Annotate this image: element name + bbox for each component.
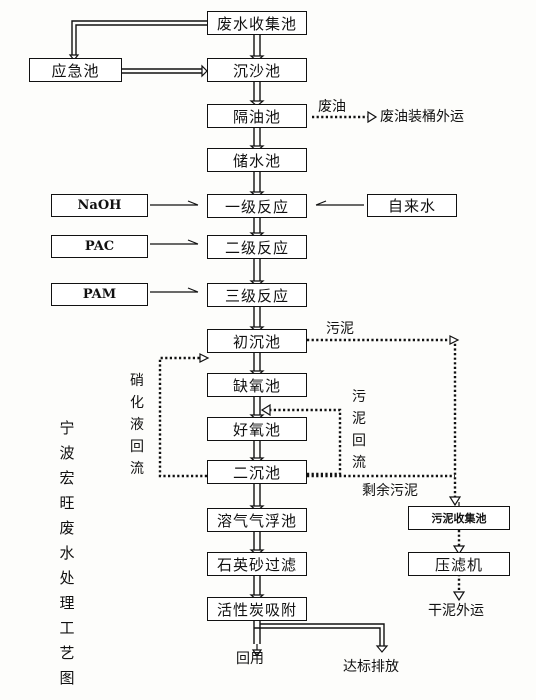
side-title: 宁波宏旺废水处理工艺图 — [59, 419, 75, 687]
emergency-tank: 应急池 — [29, 58, 122, 82]
tap-water: 自来水 — [367, 194, 457, 217]
naoh-dosing: NaOH — [51, 194, 148, 217]
filter-press: 压滤机 — [408, 552, 510, 576]
sludge-label: 污泥 — [326, 321, 354, 337]
dry-sludge-label: 干泥外运 — [428, 603, 484, 619]
aerobic-tank: 好氧池 — [207, 417, 307, 441]
excess-sludge-label: 剩余污泥 — [362, 483, 418, 499]
anoxic-tank: 缺氧池 — [207, 373, 307, 397]
daf-tank: 溶气气浮池 — [207, 508, 307, 532]
main-pipe — [253, 35, 261, 652]
grit-chamber: 沉沙池 — [207, 58, 307, 82]
waste-oil-label: 废油 — [318, 99, 346, 115]
quartz-sand-filter: 石英砂过滤 — [207, 552, 307, 576]
waste-oil-destination: 废油装桶外运 — [380, 109, 464, 125]
oil-separator: 隔油池 — [207, 104, 307, 128]
wastewater-collection-tank: 废水收集池 — [207, 11, 307, 35]
tertiary-reaction: 三级反应 — [207, 283, 307, 307]
discharge-label: 达标排放 — [343, 659, 399, 675]
primary-clarifier: 初沉池 — [207, 329, 307, 353]
activated-carbon-adsorption: 活性炭吸附 — [207, 597, 307, 621]
reuse-label: 回用 — [236, 651, 264, 667]
sludge-return-label: 污泥回流 — [352, 389, 366, 471]
nitrate-return-label: 硝化液回流 — [130, 373, 144, 477]
storage-tank: 储水池 — [207, 148, 307, 172]
secondary-reaction: 二级反应 — [207, 235, 307, 259]
secondary-clarifier: 二沉池 — [207, 460, 307, 484]
pac-dosing: PAC — [51, 235, 148, 258]
primary-reaction: 一级反应 — [207, 194, 307, 218]
pam-dosing: PAM — [51, 283, 148, 306]
sludge-collection-tank: 污泥收集池 — [408, 506, 510, 530]
